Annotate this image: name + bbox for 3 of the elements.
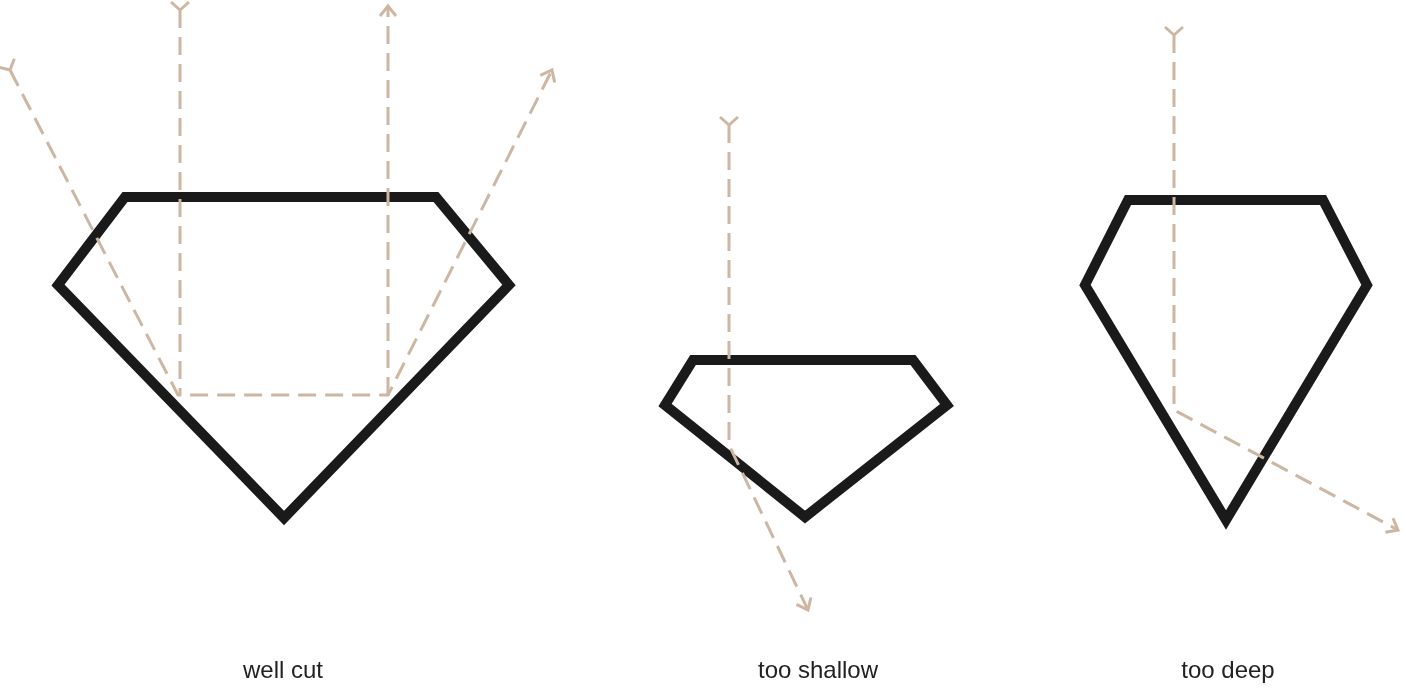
caption: too deep [1181, 656, 1275, 684]
caption: well cut [243, 656, 323, 684]
caption: too shallow [757, 656, 879, 684]
